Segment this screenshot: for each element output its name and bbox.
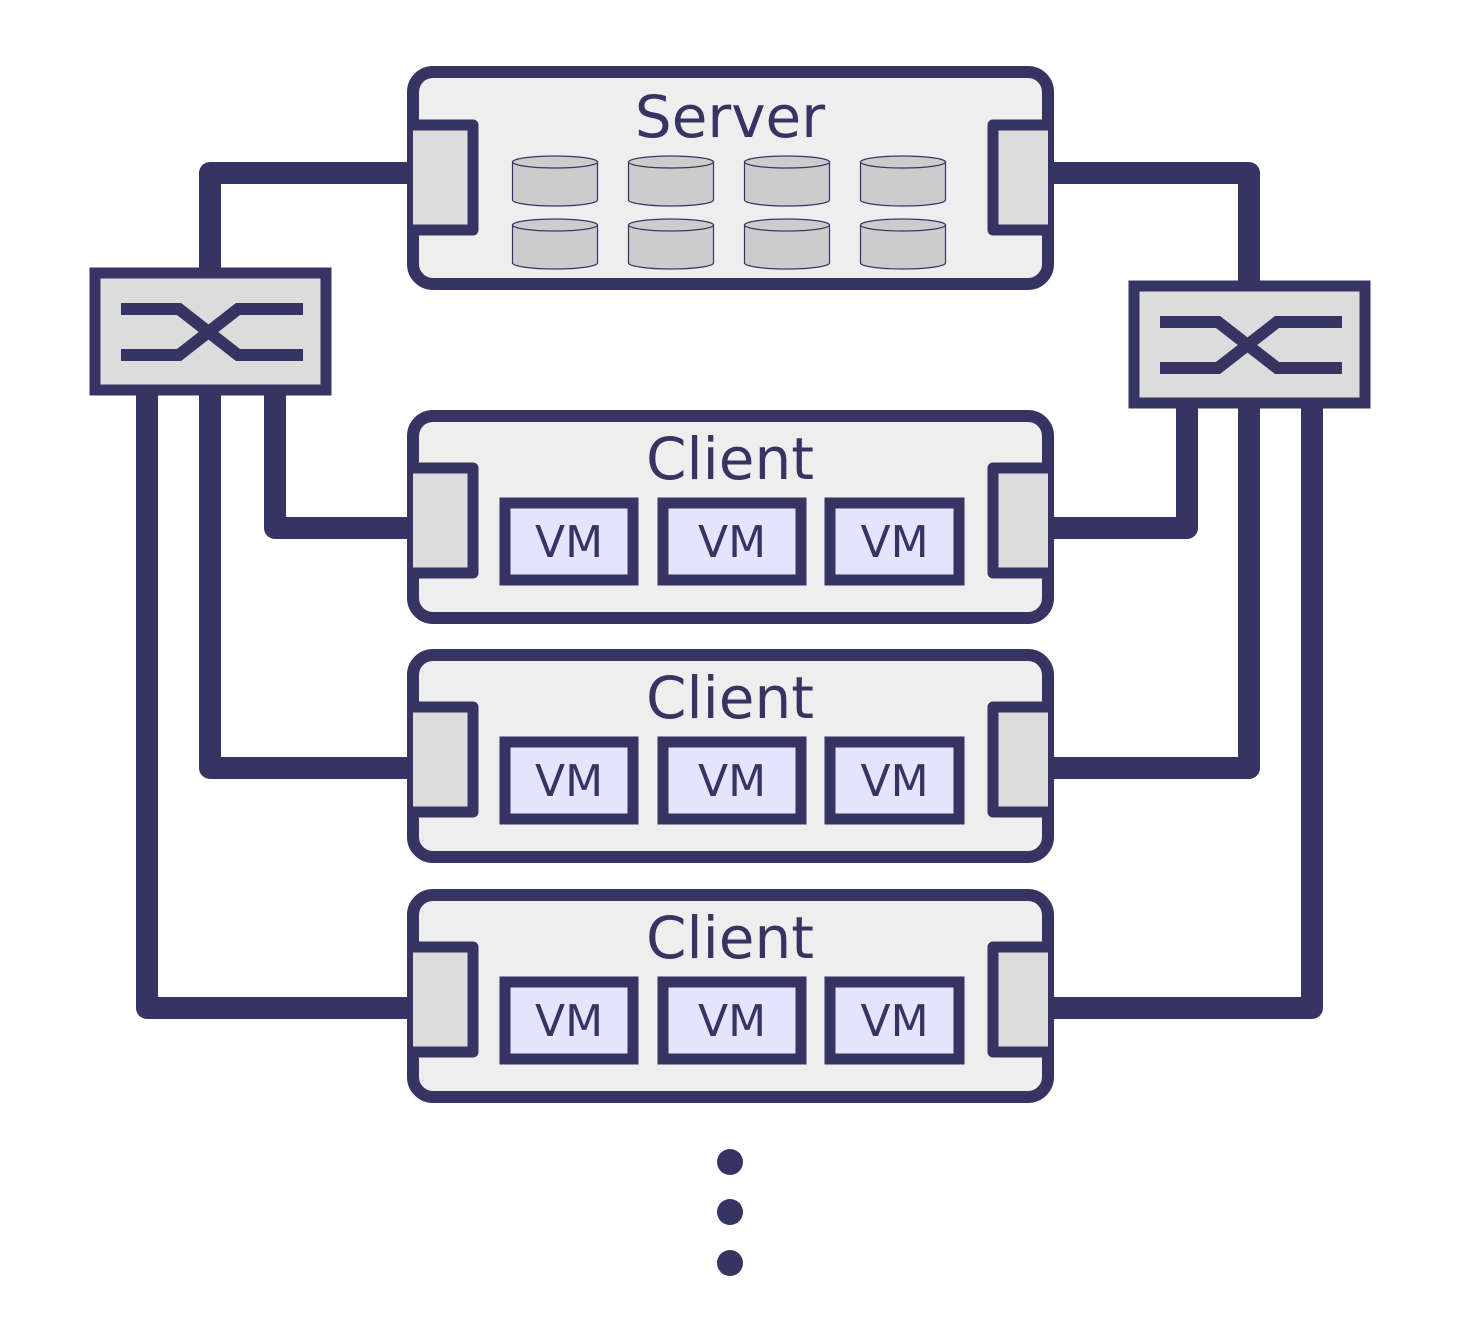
link-left-client-1 bbox=[264, 380, 413, 539]
vm-label: VM bbox=[860, 517, 928, 568]
link-server-left bbox=[199, 162, 413, 300]
disk-icon bbox=[743, 218, 831, 270]
client-label: Client bbox=[646, 904, 814, 972]
vm-box bbox=[499, 976, 639, 1065]
disk-icon bbox=[743, 155, 831, 207]
vm: VM bbox=[499, 736, 639, 825]
link-right-client-2 bbox=[1048, 395, 1260, 779]
link-left-client-2 bbox=[199, 380, 413, 779]
link-right-client-3 bbox=[1048, 395, 1323, 1019]
vm-box bbox=[657, 497, 807, 586]
vm-label: VM bbox=[535, 517, 603, 568]
right-port bbox=[987, 701, 1048, 818]
ellipsis-dots bbox=[717, 1149, 743, 1276]
vm-box bbox=[824, 497, 965, 586]
right-port bbox=[987, 462, 1048, 579]
disk-icon bbox=[859, 155, 947, 207]
vm-box bbox=[657, 976, 807, 1065]
server: Server bbox=[407, 66, 1054, 290]
right-port bbox=[987, 119, 1048, 236]
switch-crossover-icon bbox=[121, 303, 303, 361]
vm: VM bbox=[499, 976, 639, 1065]
disks bbox=[511, 155, 947, 270]
vm-box bbox=[499, 497, 639, 586]
disk-icon bbox=[627, 218, 715, 270]
link-right-client-1 bbox=[1048, 395, 1198, 539]
vm: VM bbox=[657, 497, 807, 586]
left-switch bbox=[89, 267, 332, 396]
server-label: Server bbox=[635, 83, 825, 151]
disk-icon bbox=[511, 155, 599, 207]
vm-label: VM bbox=[860, 996, 928, 1047]
left-port bbox=[413, 701, 479, 818]
client-label: Client bbox=[646, 664, 814, 732]
dot bbox=[717, 1250, 743, 1276]
dot bbox=[717, 1149, 743, 1175]
vm: VM bbox=[824, 976, 965, 1065]
vm-label: VM bbox=[535, 756, 603, 807]
vm-label: VM bbox=[698, 756, 766, 807]
disk-icon bbox=[859, 218, 947, 270]
switch-crossover-icon bbox=[1160, 316, 1342, 374]
right-switch bbox=[1128, 280, 1371, 409]
vm-box bbox=[657, 736, 807, 825]
left-port bbox=[413, 941, 479, 1058]
link-left-client-3 bbox=[136, 380, 413, 1019]
disk-icon bbox=[511, 218, 599, 270]
vm-box bbox=[499, 736, 639, 825]
vm-box bbox=[824, 736, 965, 825]
left-port bbox=[413, 119, 479, 236]
vm: VM bbox=[657, 976, 807, 1065]
vm-box bbox=[824, 976, 965, 1065]
vm-label: VM bbox=[698, 996, 766, 1047]
vm-label: VM bbox=[860, 756, 928, 807]
client-label: Client bbox=[646, 425, 814, 493]
vm-label: VM bbox=[698, 517, 766, 568]
vm: VM bbox=[824, 497, 965, 586]
right-port bbox=[987, 941, 1048, 1058]
vm: VM bbox=[824, 736, 965, 825]
dot bbox=[717, 1199, 743, 1225]
switches bbox=[89, 267, 1371, 409]
left-port bbox=[413, 462, 479, 579]
link-server-right bbox=[1048, 162, 1260, 300]
disk-icon bbox=[627, 155, 715, 207]
vm: VM bbox=[657, 736, 807, 825]
links bbox=[136, 162, 1323, 1019]
vm: VM bbox=[499, 497, 639, 586]
vm-label: VM bbox=[535, 996, 603, 1047]
